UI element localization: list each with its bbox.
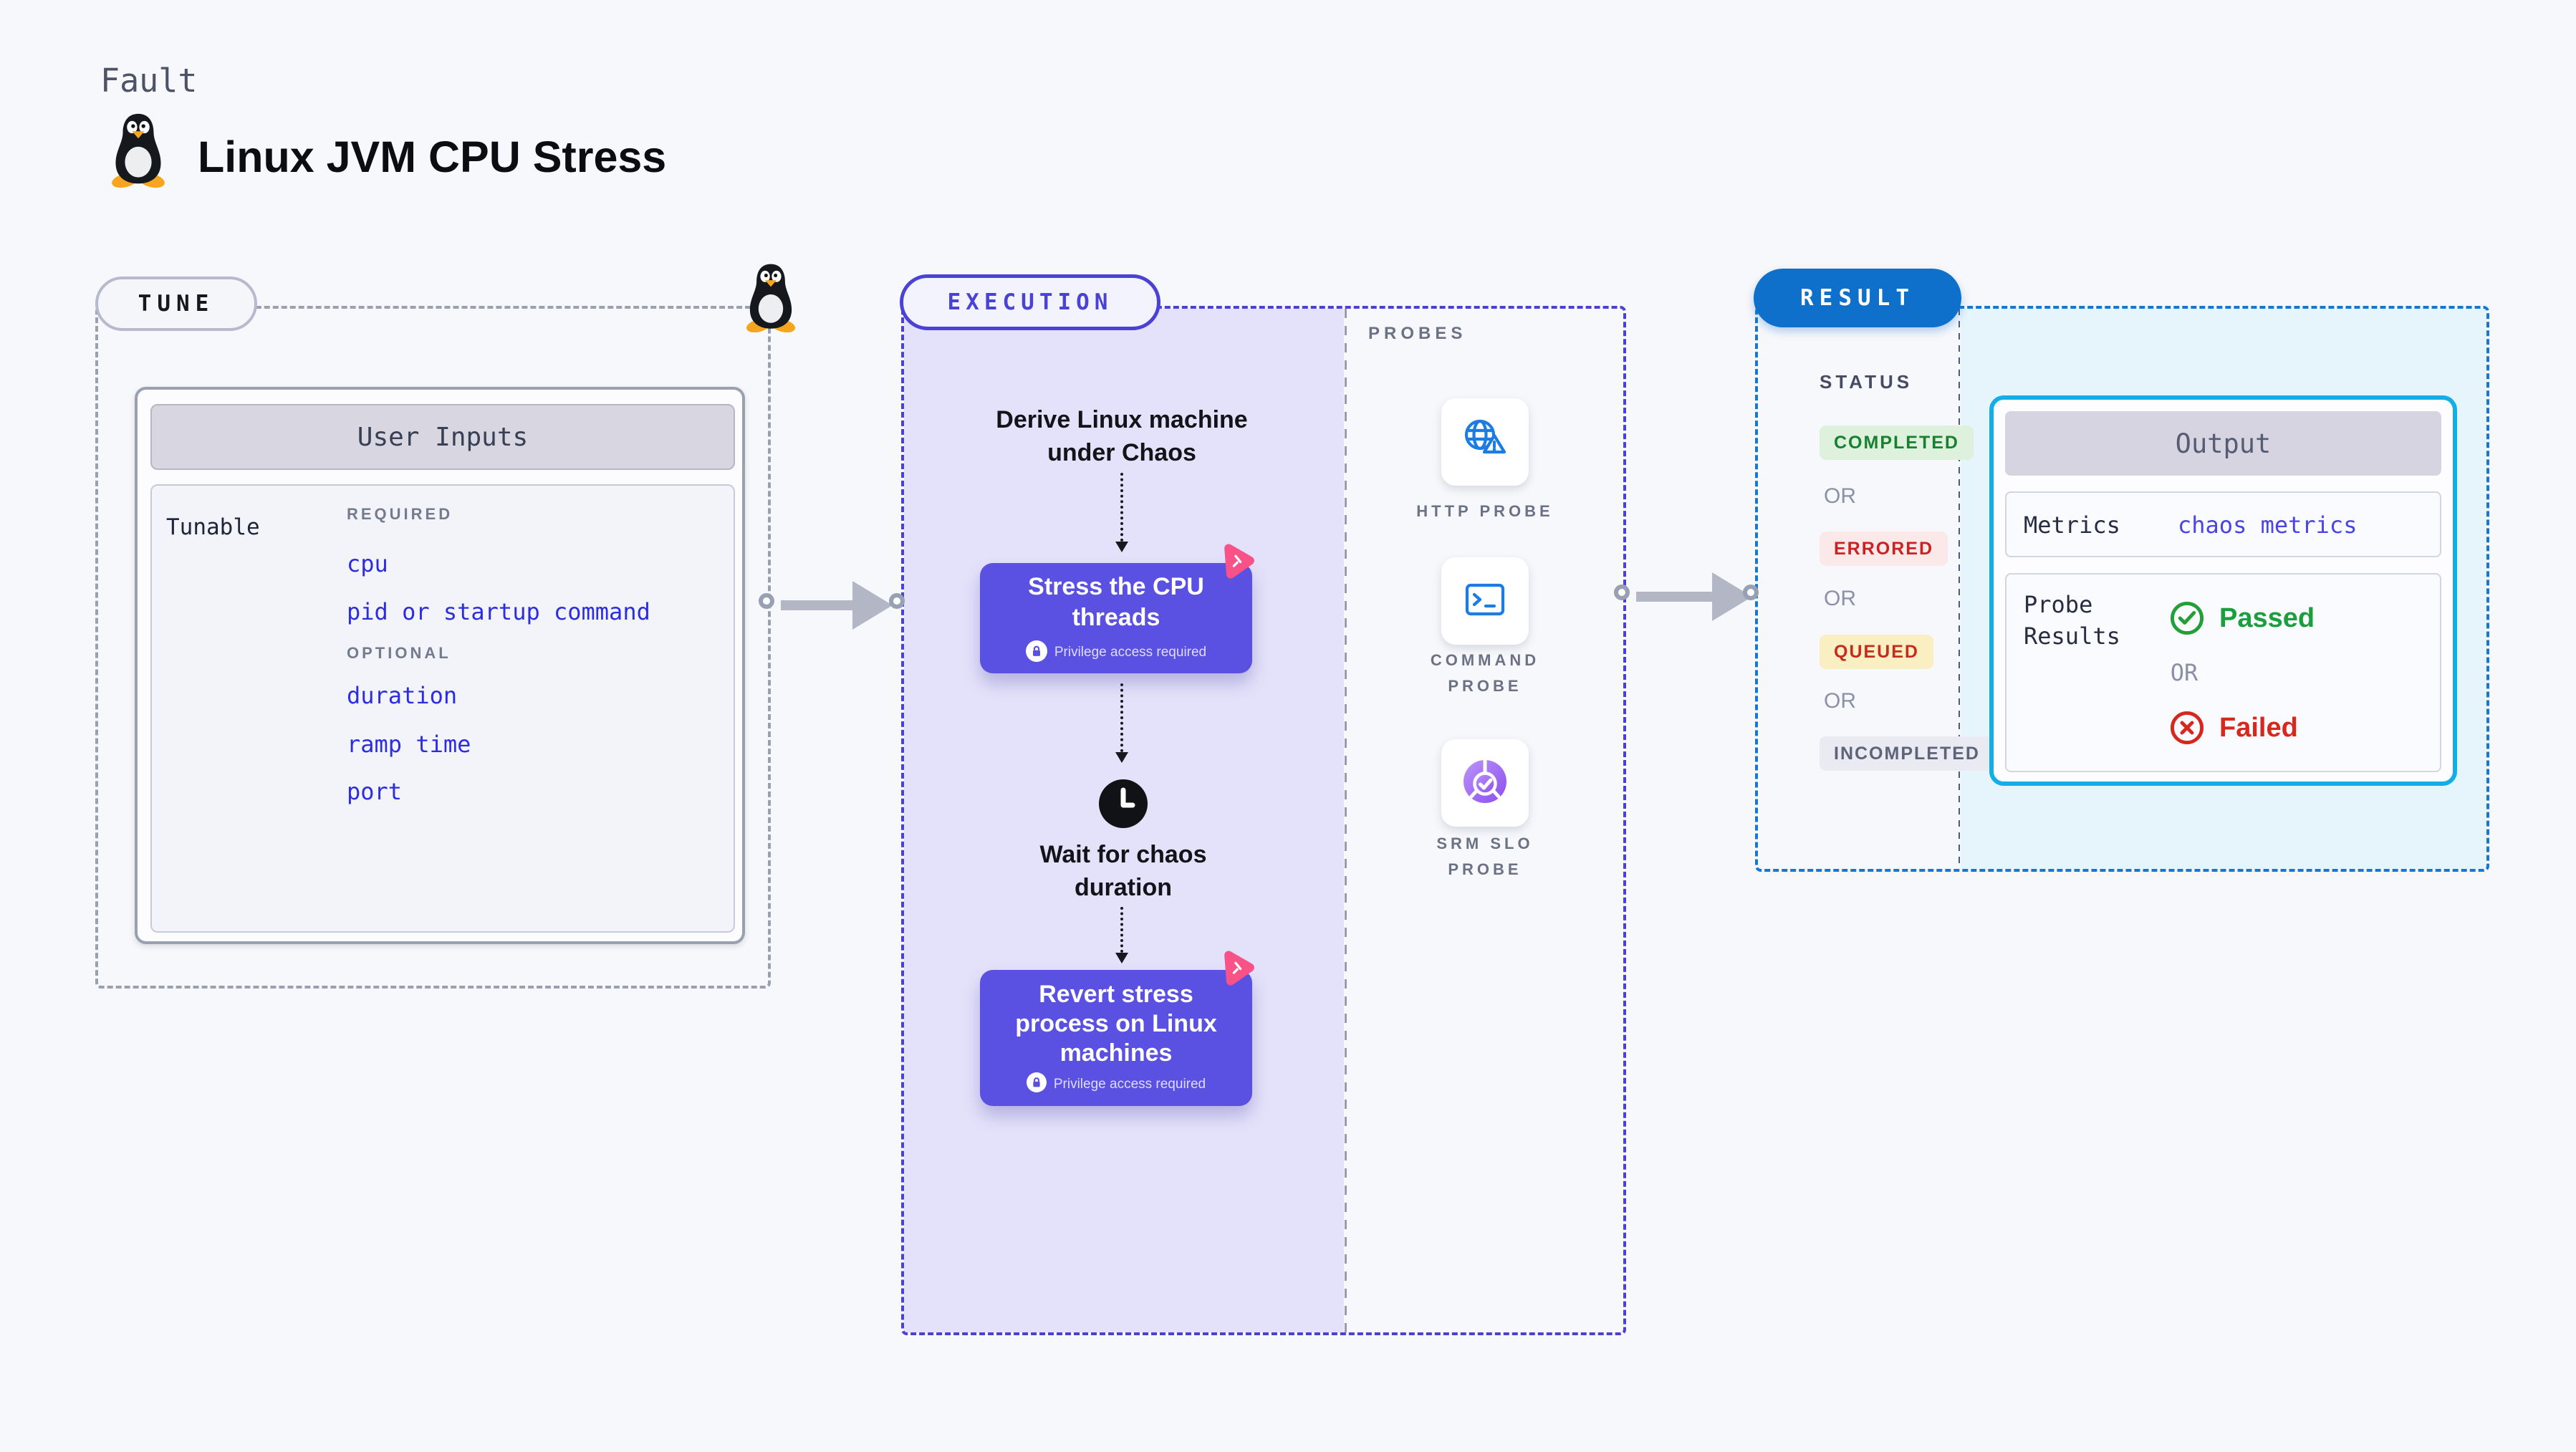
probe-results-label-line: Probe xyxy=(2024,591,2093,618)
status-badge-errored: ERRORED xyxy=(1820,532,1948,566)
metrics-label: Metrics xyxy=(2024,511,2120,539)
tunable-port: port xyxy=(347,778,403,805)
flow-arrow xyxy=(781,600,855,610)
tunable-duration: duration xyxy=(347,682,458,709)
wait-line1: Wait for chaos xyxy=(1039,841,1207,868)
http-probe-label: HTTP PROBE xyxy=(1385,499,1585,524)
fault-kicker: Fault xyxy=(100,62,198,100)
step-stress-cpu-node: Stress the CPU threads Privilege access … xyxy=(980,563,1252,673)
wait-line2: duration xyxy=(1075,874,1172,901)
stress-node-title: Stress the CPU threads xyxy=(1028,572,1204,633)
http-probe-icon xyxy=(1458,414,1512,471)
optional-group-heading: OPTIONAL xyxy=(347,644,451,662)
command-probe-card xyxy=(1441,557,1529,645)
output-title: Output xyxy=(2005,411,2441,476)
status-or: OR xyxy=(1824,587,1856,610)
step-derive-line1: Derive Linux machine xyxy=(996,406,1248,433)
user-inputs-body: Tunable REQUIRED cpu pid or startup comm… xyxy=(150,484,735,933)
failed-x-icon xyxy=(2168,709,2206,750)
probe-results-row xyxy=(2005,573,2441,772)
probe-label-line: PROBE xyxy=(1448,677,1522,695)
result-divider xyxy=(1959,309,1960,869)
srm-slo-probe-card xyxy=(1441,739,1529,827)
tunable-cpu: cpu xyxy=(347,550,388,577)
step-wait-duration: Wait for chaos duration xyxy=(994,838,1252,904)
privilege-note: Privilege access required xyxy=(1025,640,1207,665)
status-or: OR xyxy=(1824,484,1856,508)
command-probe-label: COMMAND PROBE xyxy=(1385,648,1585,699)
http-probe-card xyxy=(1441,398,1529,486)
probe-results-label-line: Results xyxy=(2024,622,2120,650)
result-pill: RESULT xyxy=(1754,269,1961,327)
revert-title-line1: Revert stress xyxy=(1039,981,1193,1008)
passed-label: Passed xyxy=(2219,603,2315,633)
tunable-ramp-time: ramp time xyxy=(347,731,471,758)
connector-ring xyxy=(759,593,774,609)
probe-label-line: PROBE xyxy=(1448,860,1522,878)
probe-label-line: COMMAND xyxy=(1430,651,1540,669)
user-inputs-card: User Inputs Tunable REQUIRED cpu pid or … xyxy=(135,387,745,944)
output-or: OR xyxy=(2170,659,2198,686)
revert-node-title: Revert stress process on Linux machines xyxy=(1015,980,1217,1068)
tunable-pid-or-startup-command: pid or startup command xyxy=(347,598,650,625)
chaos-fault-icon xyxy=(1216,948,1257,992)
flow-dotted-arrowhead xyxy=(1115,752,1128,763)
clock-icon xyxy=(1097,778,1149,833)
metrics-row xyxy=(2005,491,2441,557)
revert-title-line2: process on Linux xyxy=(1015,1010,1217,1037)
status-badge-completed: COMPLETED xyxy=(1820,425,1974,460)
execution-pill: EXECUTION xyxy=(900,274,1160,330)
chaos-fault-icon xyxy=(1216,541,1257,585)
lock-icon xyxy=(1026,1072,1047,1096)
status-or: OR xyxy=(1824,689,1856,713)
page-title: Linux JVM CPU Stress xyxy=(198,133,667,181)
lock-icon xyxy=(1025,640,1047,665)
srm-slo-probe-icon xyxy=(1458,755,1512,812)
command-probe-icon xyxy=(1458,573,1512,630)
step-derive-line2: under Chaos xyxy=(1047,439,1196,466)
failed-label: Failed xyxy=(2219,713,2298,743)
required-group-heading: REQUIRED xyxy=(347,505,453,523)
flow-dotted-connector xyxy=(1120,683,1123,752)
execution-probes-divider xyxy=(1345,309,1347,1332)
probes-heading: PROBES xyxy=(1368,324,1467,343)
flow-arrowhead xyxy=(852,581,893,630)
status-badge-incompleted: INCOMPLETED xyxy=(1820,736,1994,771)
tune-pill: TUNE xyxy=(95,277,257,331)
flow-dotted-arrowhead xyxy=(1115,953,1128,963)
connector-ring xyxy=(1743,585,1759,600)
step-derive-machine: Derive Linux machine under Chaos xyxy=(964,403,1279,469)
probe-label-line: SRM SLO xyxy=(1436,835,1534,852)
tunable-row-label: Tunable xyxy=(166,514,260,540)
revert-title-line3: machines xyxy=(1059,1039,1173,1067)
execution-section-box xyxy=(901,306,1626,1335)
stress-title-line1: Stress the CPU xyxy=(1028,572,1204,600)
metrics-value-link: chaos metrics xyxy=(2178,511,2358,539)
flow-dotted-connector xyxy=(1120,907,1123,953)
flow-arrow xyxy=(1636,592,1712,602)
probe-results-label: Probe Results xyxy=(2024,589,2120,652)
passed-check-icon xyxy=(2168,600,2206,640)
flow-dotted-arrowhead xyxy=(1115,542,1128,552)
status-badge-queued: QUEUED xyxy=(1820,635,1933,669)
user-inputs-title: User Inputs xyxy=(150,404,735,470)
connector-ring xyxy=(889,593,905,609)
stress-title-line2: threads xyxy=(1072,603,1160,631)
privilege-note-text: Privilege access required xyxy=(1054,645,1207,660)
flow-dotted-connector xyxy=(1120,473,1123,542)
probe-label-line: HTTP PROBE xyxy=(1416,502,1554,520)
privilege-note: Privilege access required xyxy=(1026,1072,1206,1096)
status-heading: STATUS xyxy=(1820,371,1913,393)
connector-ring xyxy=(1614,585,1630,600)
linux-tux-icon xyxy=(107,112,169,191)
srm-slo-probe-label: SRM SLO PROBE xyxy=(1385,831,1585,883)
privilege-note-text: Privilege access required xyxy=(1053,1076,1206,1092)
tune-section-box xyxy=(95,306,771,989)
step-revert-node: Revert stress process on Linux machines … xyxy=(980,970,1252,1106)
linux-tux-icon xyxy=(742,262,799,336)
